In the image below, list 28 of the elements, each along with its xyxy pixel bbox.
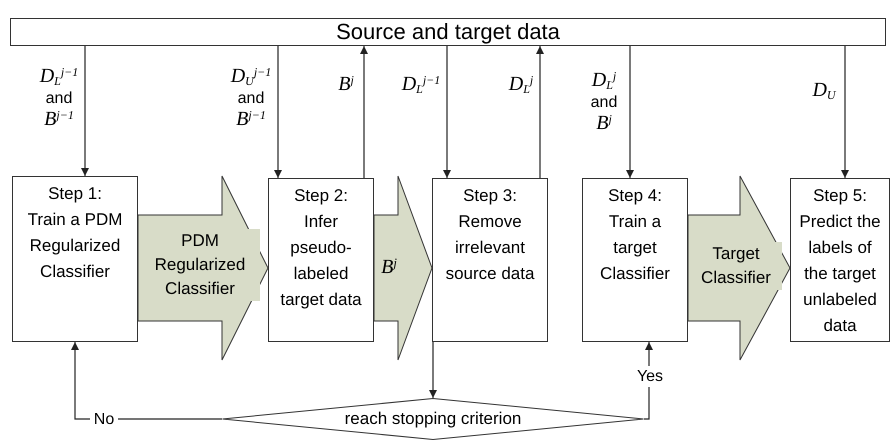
- process-box: [432, 178, 548, 342]
- process-box: [582, 178, 688, 342]
- step-heading: Step 2:: [294, 185, 348, 207]
- arrow: [841, 46, 849, 178]
- step-description: Train a PDM Regularized Classifier: [26, 209, 124, 283]
- arrow: [274, 46, 282, 178]
- step-description: Infer pseudo-labeled target data: [279, 211, 363, 311]
- step-description: Train a target Classifier: [599, 211, 671, 285]
- step-description: Predict the labels of the target unlabeled data: [799, 211, 881, 337]
- arrow: [536, 46, 544, 178]
- step-description: Remove irrelevant source data: [444, 211, 536, 285]
- arrow: [429, 342, 437, 398]
- block-arrow: [374, 176, 433, 360]
- process-box: [268, 178, 374, 342]
- arrow: [626, 46, 634, 178]
- step-heading: Step 1:: [48, 183, 102, 205]
- arrow: [81, 46, 89, 176]
- arrow: [443, 46, 451, 178]
- step-heading: Step 3:: [463, 185, 517, 207]
- band-label: Source and target data: [336, 19, 560, 45]
- arrow: [360, 46, 368, 178]
- process-box: [790, 178, 890, 342]
- step-heading: Step 5:: [813, 185, 867, 207]
- step-heading: Step 4:: [608, 185, 662, 207]
- process-box: [12, 176, 138, 342]
- decision-diamond: [222, 398, 644, 440]
- data-band: [10, 18, 886, 46]
- decision-label: reach stopping criterion: [344, 408, 522, 430]
